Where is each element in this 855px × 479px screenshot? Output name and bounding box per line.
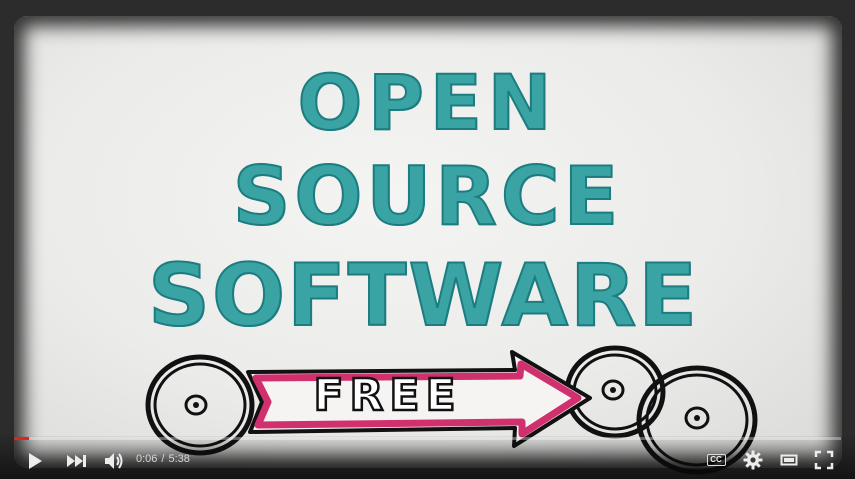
current-time: 0:06 bbox=[136, 453, 158, 465]
next-icon bbox=[67, 455, 86, 467]
play-icon bbox=[29, 453, 42, 469]
progress-bar-fill bbox=[14, 437, 29, 440]
progress-bar[interactable] bbox=[14, 437, 841, 440]
play-button[interactable] bbox=[24, 450, 46, 472]
title-line-source: SOURCE bbox=[232, 149, 623, 244]
duration: 5:38 bbox=[168, 453, 190, 465]
player-control-bar: 0:06 / 5:38 CC bbox=[0, 436, 855, 479]
gear-icon bbox=[743, 450, 763, 470]
cc-icon: CC bbox=[706, 454, 726, 466]
free-arrow-label: FREE bbox=[312, 369, 462, 423]
volume-icon bbox=[105, 453, 123, 469]
fullscreen-icon bbox=[814, 450, 834, 470]
theater-mode-button[interactable] bbox=[778, 450, 800, 470]
fullscreen-button[interactable] bbox=[812, 448, 836, 472]
title-line-software: SOFTWARE bbox=[147, 245, 699, 347]
settings-button[interactable] bbox=[741, 448, 765, 472]
time-display: 0:06 / 5:38 bbox=[136, 453, 190, 469]
time-separator: / bbox=[161, 453, 165, 465]
volume-button[interactable] bbox=[102, 449, 126, 473]
theater-icon bbox=[780, 454, 798, 466]
title-line-open: OPEN bbox=[297, 57, 558, 148]
captions-button[interactable]: CC bbox=[706, 452, 726, 468]
next-video-button[interactable] bbox=[64, 450, 90, 472]
